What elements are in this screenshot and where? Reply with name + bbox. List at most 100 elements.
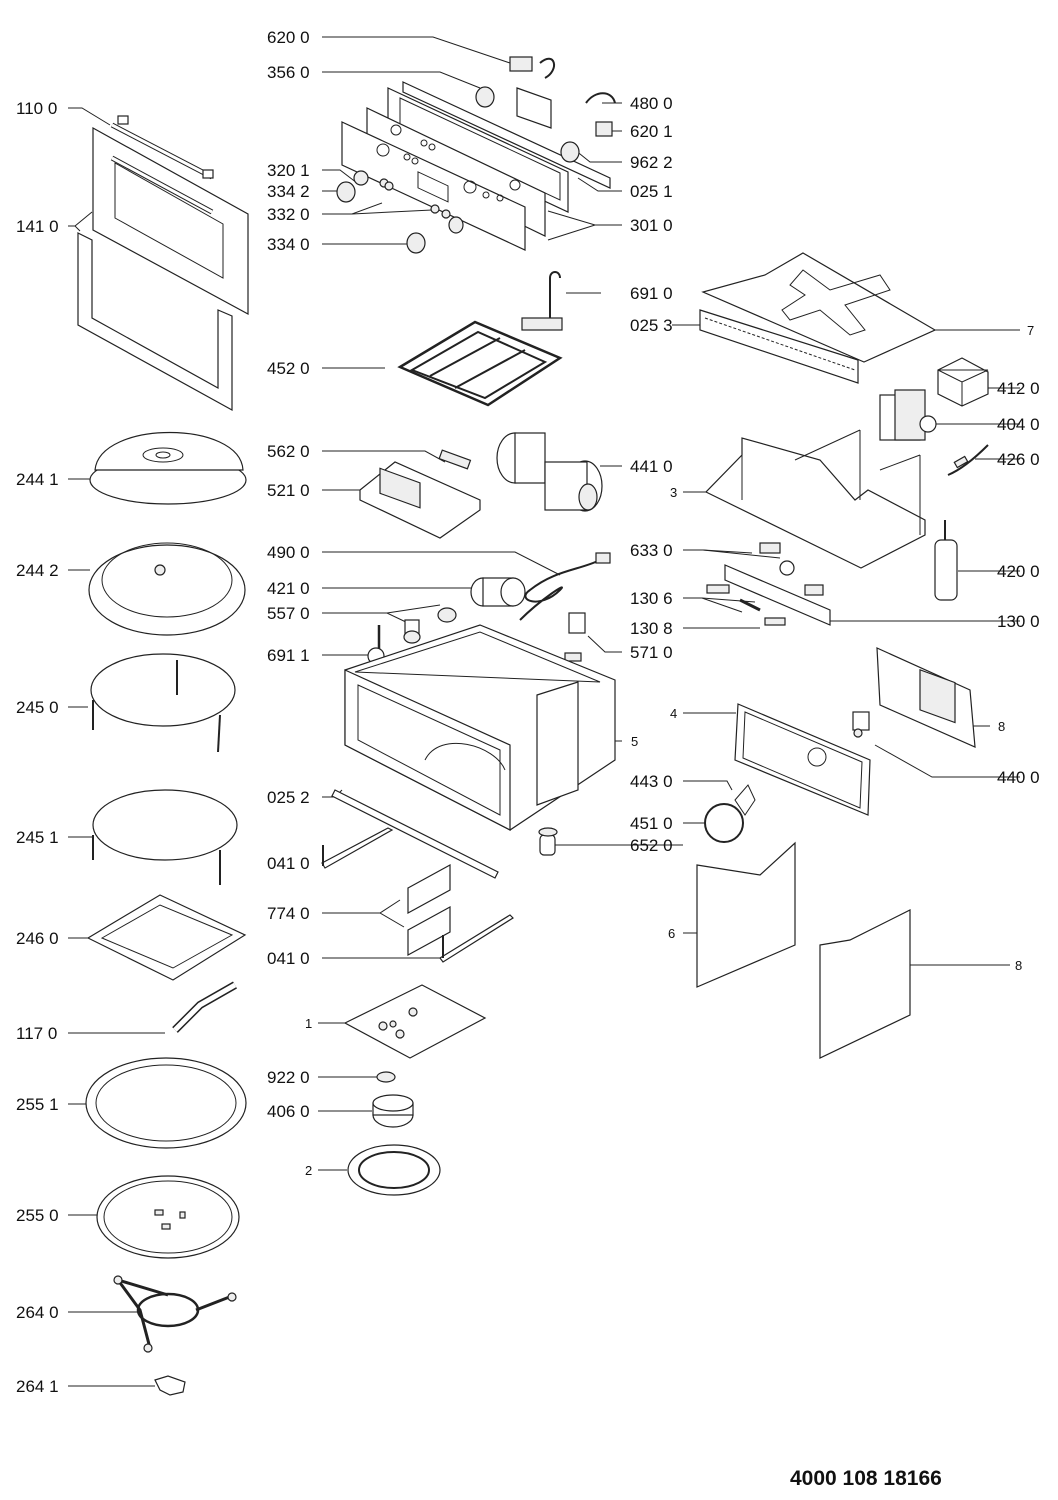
- part-door-panel: [77, 126, 249, 412]
- label-244-1: 244 1: [16, 470, 59, 489]
- label-025-1: 025 1: [630, 182, 673, 201]
- part-power-cord: [519, 552, 611, 621]
- label-041-0-lower: 041 0: [267, 949, 310, 968]
- label-620-1: 620 1: [630, 122, 673, 141]
- part-side-cover: [876, 647, 976, 748]
- label-130-0: 130 0: [997, 612, 1040, 631]
- label-8-panel: 8: [1015, 958, 1023, 973]
- label-025-2: 025 2: [267, 788, 310, 807]
- part-back-panel: [734, 703, 871, 816]
- label-8-cover: 8: [998, 719, 1006, 734]
- part-glass-plate: [96, 1175, 240, 1259]
- part-side-panel-left: [696, 841, 796, 988]
- label-245-1: 245 1: [16, 828, 59, 847]
- leader-lines: [68, 36, 1020, 1387]
- part-runner-a: [321, 827, 394, 869]
- part-coupler: [154, 1375, 186, 1396]
- label-452-0: 452 0: [267, 359, 310, 378]
- part-motor-ring: [347, 1144, 441, 1196]
- label-451-0: 451 0: [630, 814, 673, 833]
- part-control-panel: [336, 56, 616, 254]
- part-rack-high: [90, 653, 236, 753]
- label-691-0: 691 0: [630, 284, 673, 303]
- label-412-0: 412 0: [997, 379, 1040, 398]
- part-washer: [376, 1071, 396, 1083]
- label-255-0: 255 0: [16, 1206, 59, 1225]
- part-hv-cable: [947, 444, 989, 476]
- label-421-0: 421 0: [267, 579, 310, 598]
- part-fan-motor: [496, 432, 603, 512]
- label-1: 1: [305, 1016, 313, 1031]
- part-control-board: [359, 461, 481, 539]
- document-number: 4000 108 18166: [790, 1467, 942, 1490]
- label-264-0: 264 0: [16, 1303, 59, 1322]
- label-025-3: 025 3: [630, 316, 673, 335]
- label-264-1: 264 1: [16, 1377, 59, 1396]
- part-capacitor: [934, 520, 958, 601]
- part-rack-low: [92, 789, 238, 885]
- label-356-0: 356 0: [267, 63, 310, 82]
- label-245-0: 245 0: [16, 698, 59, 717]
- label-441-0: 441 0: [630, 457, 673, 476]
- label-2: 2: [305, 1163, 313, 1178]
- label-320-1: 320 1: [267, 161, 310, 180]
- label-041-0-upper: 041 0: [267, 854, 310, 873]
- part-heating-ring: [704, 803, 744, 843]
- part-motor-bracket: [343, 984, 487, 1059]
- part-top-cover: [699, 252, 937, 384]
- part-grill-element: [397, 271, 563, 407]
- part-switches: [706, 542, 831, 626]
- part-fan-motor-small: [852, 711, 870, 738]
- label-6: 6: [668, 926, 676, 941]
- label-117-0: 117 0: [16, 1024, 58, 1043]
- label-440-0: 440 0: [997, 768, 1040, 787]
- label-141-0: 141 0: [16, 217, 59, 236]
- label-3: 3: [670, 485, 678, 500]
- part-magnetron: [879, 389, 937, 441]
- label-406-0: 406 0: [267, 1102, 310, 1121]
- label-490-0: 490 0: [267, 543, 310, 562]
- label-774-0: 774 0: [267, 904, 310, 923]
- label-334-2: 334 2: [267, 182, 310, 201]
- label-557-0: 557 0: [267, 604, 310, 623]
- part-transformer: [937, 357, 989, 407]
- label-244-2: 244 2: [16, 561, 59, 580]
- label-7: 7: [1027, 323, 1035, 338]
- label-620-0: 620 0: [267, 28, 310, 47]
- part-thermostats: [403, 607, 457, 644]
- label-404-0: 404 0: [997, 415, 1040, 434]
- part-crisp-lid: [88, 542, 246, 636]
- label-480-0: 480 0: [630, 94, 673, 113]
- part-baking-tray: [86, 894, 247, 981]
- label-922-0: 922 0: [267, 1068, 310, 1087]
- part-filter: [470, 577, 526, 607]
- label-334-0: 334 0: [267, 235, 310, 254]
- part-tray-handle: [172, 981, 237, 1033]
- label-5: 5: [631, 734, 639, 749]
- label-255-1: 255 1: [16, 1095, 59, 1114]
- part-cavity: [344, 624, 616, 831]
- label-4: 4: [670, 706, 678, 721]
- label-301-0: 301 0: [630, 216, 673, 235]
- label-443-0: 443 0: [630, 772, 673, 791]
- part-transformer-small: [564, 612, 586, 662]
- label-652-0: 652 0: [630, 836, 673, 855]
- part-lamp: [538, 827, 558, 856]
- part-glass-plate-ring: [85, 1057, 247, 1149]
- part-side-panel-right: [819, 909, 911, 1059]
- label-691-1: 691 1: [267, 646, 310, 665]
- label-562-0: 562 0: [267, 442, 310, 461]
- label-246-0: 246 0: [16, 929, 59, 948]
- part-roller-ring: [113, 1275, 237, 1353]
- part-runner-b: [439, 914, 514, 963]
- label-130-8: 130 8: [630, 619, 673, 638]
- label-130-6: 130 6: [630, 589, 673, 608]
- part-base-frame: [704, 429, 926, 569]
- label-962-2: 962 2: [630, 153, 673, 172]
- part-bottom-rail: [331, 789, 499, 879]
- label-420-0: 420 0: [997, 562, 1040, 581]
- label-633-0: 633 0: [630, 541, 673, 560]
- label-426-0: 426 0: [997, 450, 1040, 469]
- part-fuse: [438, 449, 472, 470]
